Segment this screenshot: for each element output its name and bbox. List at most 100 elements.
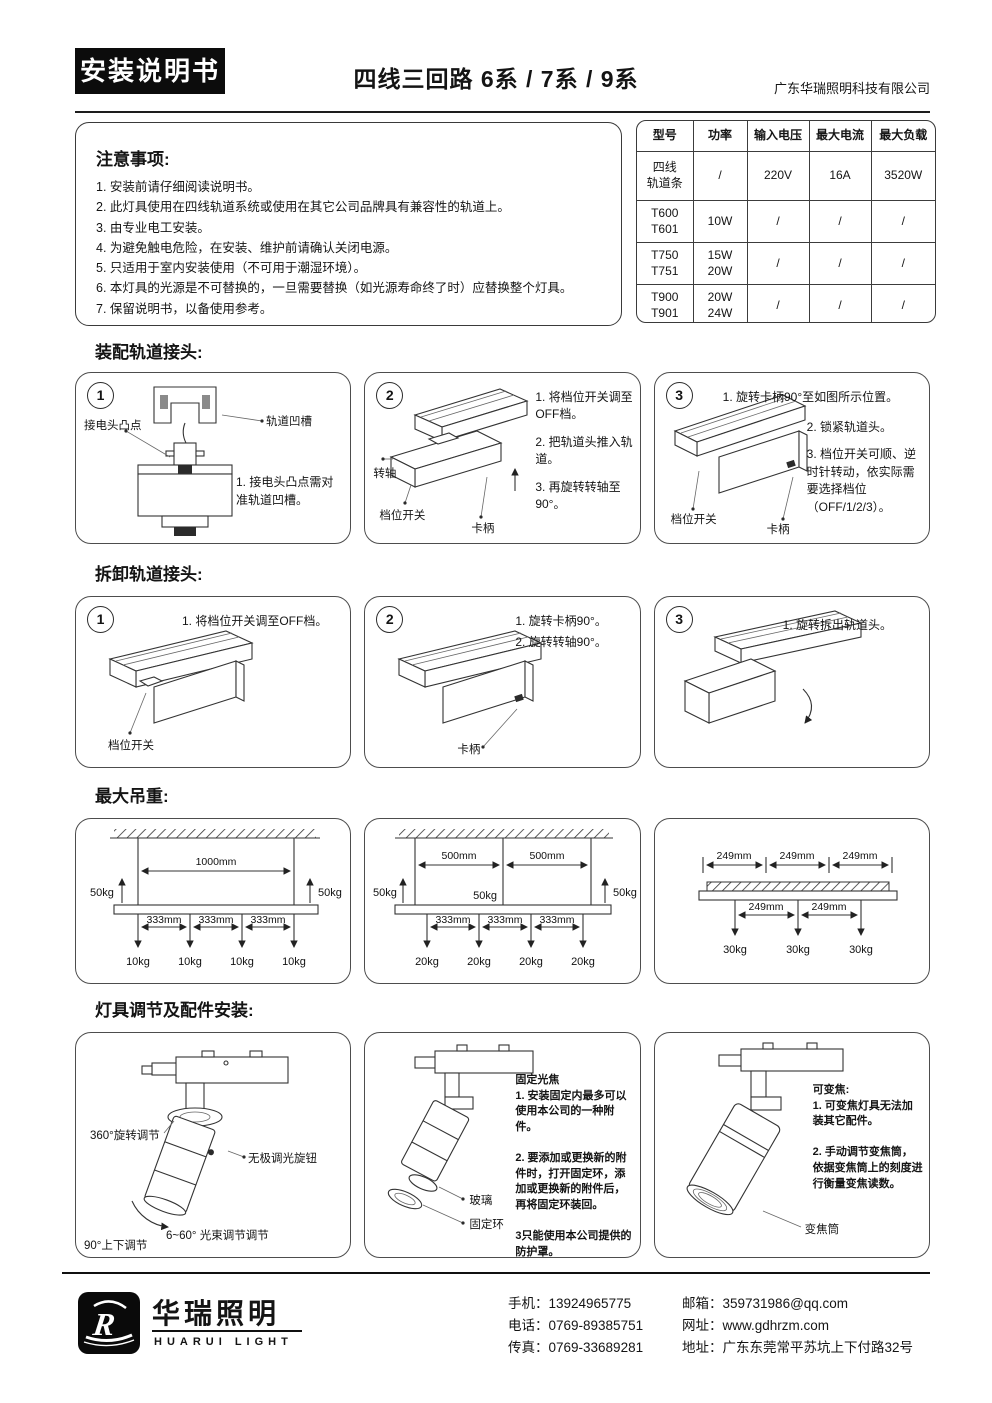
label-track-groove: 轨道凹槽 (266, 416, 312, 428)
step-text: 1. 旋转拆出轨道头。 (782, 618, 892, 632)
section-title-detach: 拆卸轨道接头: (95, 565, 203, 584)
brand-name-en: HUARUI LIGHT (154, 1336, 293, 1348)
spec-header: 功率 (693, 121, 748, 152)
spec-cell: 20W 24W (693, 284, 748, 322)
zoomable-text: 可变焦: 1. 可变焦灯具无法加装其它配件。 2. 手动调节变焦筒，依据变焦筒上… (812, 1084, 923, 1190)
spec-cell: 四线 轨道条 (637, 151, 694, 201)
detach-row: 1 1. 将档位开关调至OFF档。 档位开关 2 (75, 596, 930, 768)
brand-underline (152, 1330, 302, 1332)
assemble-panel-2: 2 转轴 档位开关 卡柄 (364, 372, 641, 544)
step-number: 2 (376, 606, 404, 633)
contact-website: 网址：www.gdhrzm.com (682, 1318, 830, 1333)
label-tilt-90: 90°上下调节 (84, 1240, 148, 1252)
label-rotate-360: 360°旋转调节 (90, 1130, 160, 1142)
weight-label: 50kg (90, 887, 114, 899)
spec-cell: / (871, 200, 935, 243)
contact-column-left: 手机：13924965775 电话：0769-89385751 传真：0769-… (508, 1293, 643, 1359)
notice-item: 6. 本灯具的光源是不可替换的，一旦需要替换（如光源寿命终了时）应替换整个灯具。 (96, 281, 573, 296)
step-number: 2 (376, 382, 404, 409)
label-fixing-ring: 固定环 (469, 1219, 504, 1231)
panel-steps-top: 1. 将档位开关调至OFF档。 (182, 613, 346, 640)
spec-cell: / (809, 242, 872, 285)
assemble-row: 1 接电头凸点 轨道凹槽 1. 接电头凸点需对准 (75, 372, 930, 544)
label-beam-adjust: 6~60° 光束调节调节 (166, 1230, 269, 1242)
notice-box: 注意事项: 1. 安装前请仔细阅读说明书。 2. 此灯具使用在四线轨道系统或使用… (75, 122, 622, 326)
spec-cell: T600 T601 (637, 200, 694, 243)
footer-divider (62, 1272, 930, 1274)
weight-label: 10kg (282, 956, 306, 968)
detach-panel-2: 2 1. 旋转卡柄90°。 2. 旋转转轴90°。 卡柄 (364, 596, 641, 768)
label-glass: 玻璃 (469, 1195, 493, 1207)
weight-label: 50kg (613, 887, 637, 899)
fixed-focus-text: 固定光焦 1. 安装固定内最多可以使用本公司的一种附件。 2. 要添加或更换新的… (515, 1074, 632, 1258)
panel-steps-top: 1. 旋转拆出轨道头。 (783, 617, 923, 644)
table-row: 四线 轨道条 / 220V 16A 3520W (637, 151, 935, 201)
dim-label: 500mm (530, 850, 565, 862)
panel-steps: 2. 锁紧轨道头。 3. 档位开关可顺、逆时针转动，依实际需要选择档位（OFF/… (807, 419, 925, 526)
spec-cell: / (901, 297, 905, 312)
panel-caption: 1. 接电头凸点需对准轨道凹槽。 (236, 475, 334, 507)
dim-label: 500mm (442, 850, 477, 862)
weight-label: 50kg (373, 887, 397, 899)
weight-label: 20kg (415, 956, 439, 968)
maxload-panel-1: 50kg 50kg 1000mm 333mm 333mm 333mm (75, 818, 352, 984)
spec-header: 最大电流 (809, 121, 872, 152)
dim-label: 249mm (811, 901, 846, 913)
track-lock-diagram (673, 394, 808, 521)
spec-cell: T900 T901 (637, 284, 694, 322)
detach-panel-3: 3 1. 旋转拆出轨道头。 (653, 596, 930, 768)
weight-label: 10kg (230, 956, 254, 968)
weight-label: 50kg (473, 890, 497, 902)
step-number: 1 (87, 382, 114, 409)
label-pivot: 转轴 (373, 468, 397, 480)
weight-label: 10kg (126, 956, 150, 968)
spec-cell: 220V (747, 151, 810, 201)
page-title: 四线三回路 6系 / 7系 / 9系 (353, 66, 639, 92)
doc-type-badge: 安装说明书 (75, 48, 225, 94)
spotlight-adjust-diagram (131, 1050, 289, 1231)
dim-label: 333mm (488, 914, 523, 926)
notice-item: 1. 安装前请仔细阅读说明书。 (96, 180, 260, 194)
label-latch: 卡柄 (457, 744, 481, 756)
section-title-adjust: 灯具调节及配件安装: (95, 1001, 254, 1020)
track-insert-diagram (381, 388, 529, 519)
step-text: 3. 档位开关可顺、逆时针转动，依实际需要选择档位（OFF/1/2/3）。 (806, 447, 916, 514)
spec-header: 最大负载 (871, 121, 935, 152)
label-gear-switch: 档位开关 (379, 510, 426, 522)
spec-cell: / (747, 242, 810, 285)
adjust-panel-2: 玻璃 固定环 固定光焦 1. 安装固定内最多可以使用本公司的一种附件。 2. 要… (364, 1032, 641, 1258)
label-contact-bump: 接电头凸点 (84, 420, 142, 432)
logo-r-icon: R (83, 1300, 135, 1347)
panel-steps: 1. 旋转卡柄90°。 2. 旋转转轴90°。 (515, 613, 635, 662)
brand-logo: R (78, 1292, 140, 1354)
rotate-latch-diagram (397, 630, 543, 749)
dim-label: 249mm (842, 850, 877, 862)
step-number: 1 (87, 606, 114, 633)
section-title-assemble: 装配轨道接头: (95, 343, 203, 362)
company-name: 广东华瑞照明科技有限公司 (773, 81, 930, 96)
maxload-panel-3: 249mm 249mm 249mm 249mm 249mm 30kg 30kg … (653, 818, 930, 984)
detach-panel-1: 1 1. 将档位开关调至OFF档。 档位开关 (75, 596, 352, 768)
spec-cell: / (747, 284, 810, 322)
weight-label: 10kg (178, 956, 202, 968)
spec-cell: / (809, 200, 872, 243)
step-text: 1. 将档位开关调至OFF档。 (535, 390, 633, 422)
step-text: 1. 旋转卡柄90°。 (515, 614, 607, 628)
step-text: 2. 把轨道头推入轨道。 (535, 434, 633, 467)
dim-label: 333mm (540, 914, 575, 926)
weight-label: 30kg (849, 944, 873, 956)
step-text: 2. 旋转转轴90°。 (515, 635, 607, 650)
label-latch: 卡柄 (766, 524, 790, 536)
spec-cell: 10W (693, 200, 748, 243)
step-number: 3 (665, 606, 693, 633)
dim-label: 249mm (779, 850, 814, 862)
spec-cell: / (809, 284, 872, 322)
spec-header: 型号 (637, 121, 694, 152)
weight-label: 30kg (723, 944, 747, 956)
remove-head-diagram (683, 610, 863, 724)
spec-table: 型号 功率 输入电压 最大电流 最大负载 四线 轨道条 / 220V 16A 3… (636, 120, 936, 323)
spec-header: 输入电压 (747, 121, 810, 152)
zoom-lamp-diagram (686, 1042, 844, 1228)
spec-cell: / (747, 200, 810, 243)
dim-label: 249mm (748, 901, 783, 913)
